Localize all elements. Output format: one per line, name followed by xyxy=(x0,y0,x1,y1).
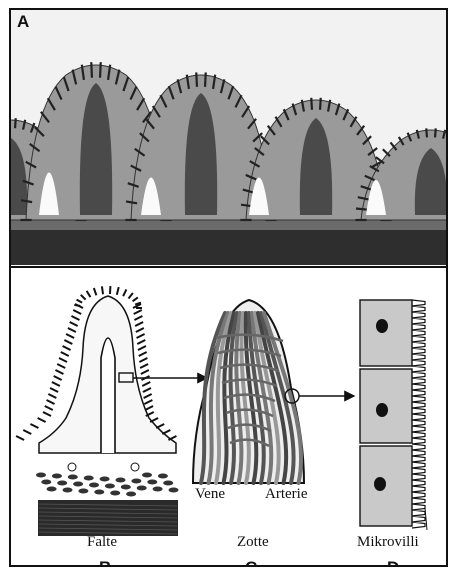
panel-a-micrograph: A xyxy=(11,10,446,265)
fold-drawing xyxy=(16,286,178,536)
label-arterie: Arterie xyxy=(265,486,307,503)
nucleus-bottom xyxy=(374,477,386,491)
cell-top xyxy=(360,300,412,366)
panel-d-letter: D xyxy=(387,558,399,567)
figure-frame: A xyxy=(9,8,448,567)
cell-bottom xyxy=(360,446,412,526)
schematic-drawings xyxy=(11,268,446,565)
villus-drawing xyxy=(193,300,304,483)
panel-bottom: Vene Arterie Falte Zotte Mikrovilli B C … xyxy=(11,268,446,565)
nucleus-top xyxy=(376,319,388,333)
vessel-circle-left xyxy=(68,463,76,471)
epithelial-cells-drawing xyxy=(360,300,427,530)
panel-c-letter: C xyxy=(245,558,257,567)
caption-mikrovilli: Mikrovilli xyxy=(357,534,419,551)
panel-a-letter: A xyxy=(17,12,29,32)
panel-b-letter: B xyxy=(99,558,111,567)
intestinal-fold-micrograph xyxy=(11,10,446,265)
caption-zotte: Zotte xyxy=(237,534,269,551)
vessel-circle-right xyxy=(131,463,139,471)
microvilli xyxy=(412,300,425,528)
submucosa-blobs xyxy=(36,473,179,497)
label-vene: Vene xyxy=(195,486,225,503)
caption-falte: Falte xyxy=(87,534,117,551)
nucleus-middle xyxy=(376,403,388,417)
